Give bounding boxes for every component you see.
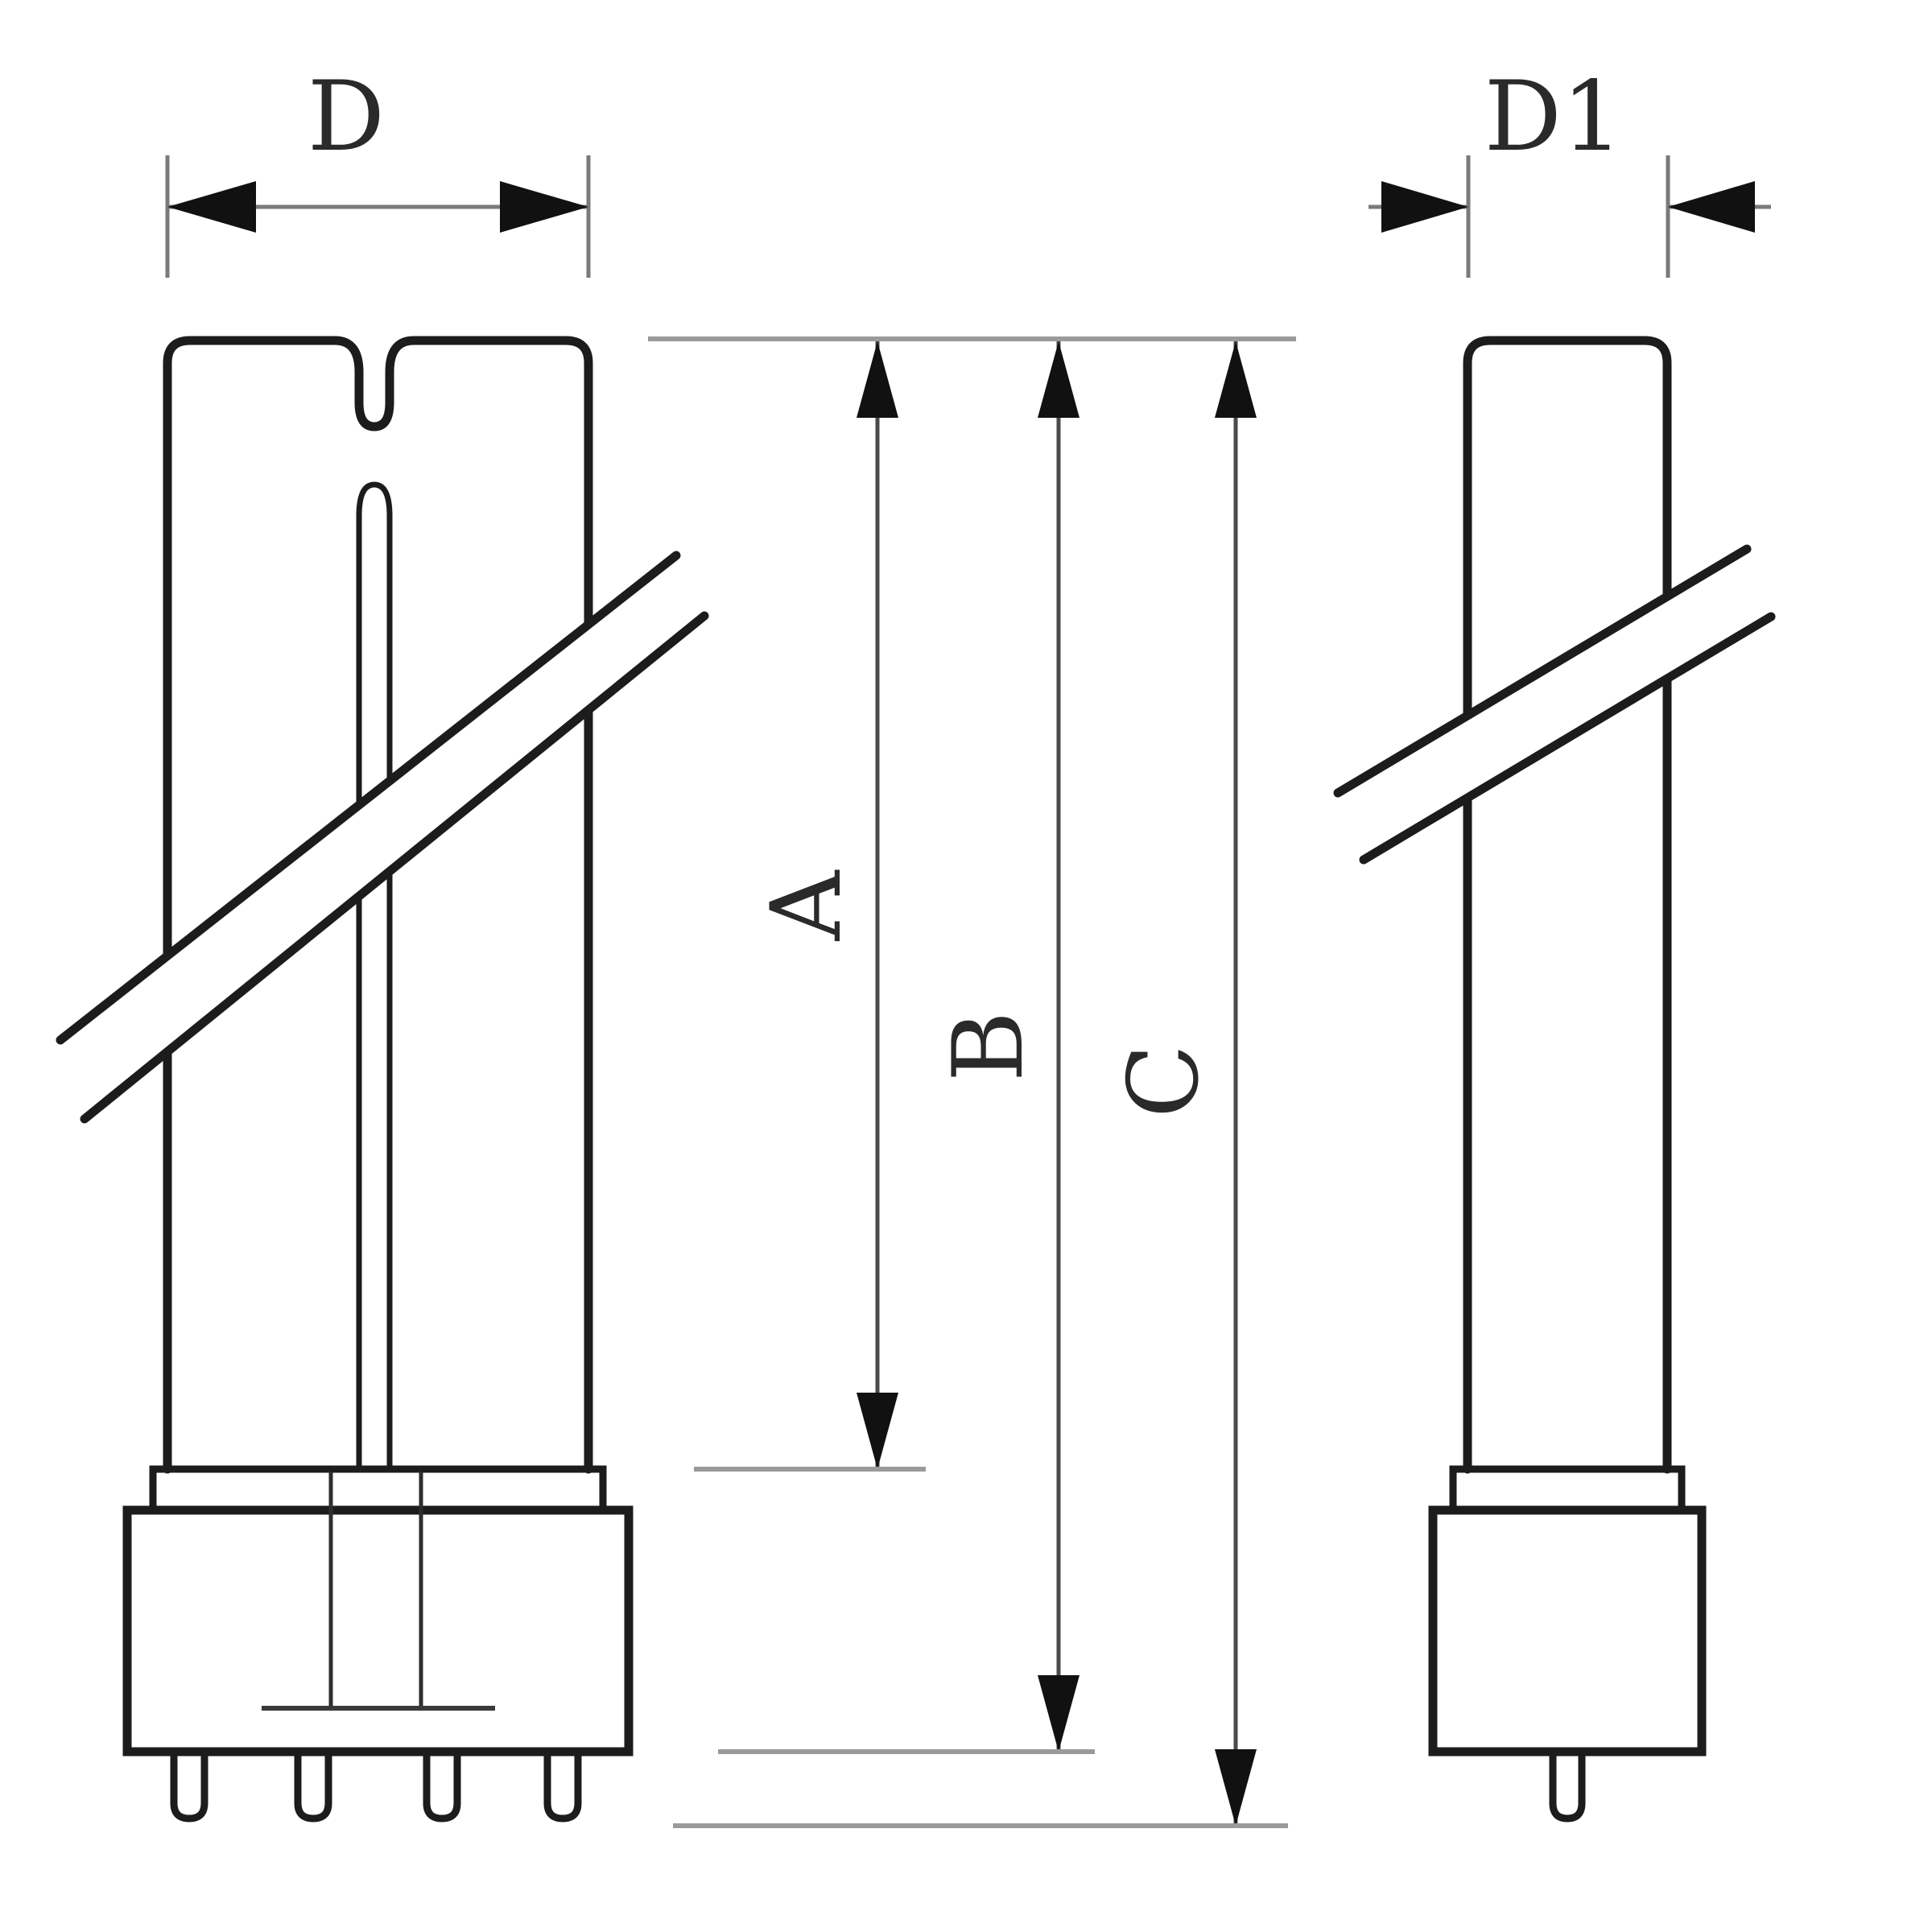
front-view: [122, 336, 634, 1823]
dimension-b: B: [718, 341, 1095, 1754]
dimension-d-extension-lines: [165, 155, 591, 278]
dimension-a-arrow-bottom: [857, 1393, 898, 1469]
front-tube-slot: [356, 481, 393, 1469]
dimension-d1-extension-lines: [1466, 155, 1670, 278]
dimension-d1-label: D1: [1484, 61, 1624, 173]
front-stem-lines: [328, 1472, 423, 1708]
dimension-c-arrow-bottom: [1215, 1749, 1257, 1826]
break-lines-front: [56, 551, 709, 1124]
front-base-block: [122, 1505, 634, 1757]
dimension-b-arrow-top: [1038, 341, 1080, 418]
dimension-d1: D1: [1368, 61, 1771, 278]
front-pin-4: [543, 1748, 582, 1823]
dimension-d-arrow-left: [167, 181, 256, 233]
dimension-b-label: B: [933, 1011, 1045, 1082]
break-lines-side: [1333, 544, 1776, 865]
front-pin-2: [294, 1748, 332, 1823]
side-pin: [1549, 1748, 1586, 1823]
front-pin-1: [170, 1748, 208, 1823]
dimension-d-label: D: [308, 61, 385, 173]
side-base-skirt: [1449, 1465, 1686, 1514]
side-tube-outline: [1463, 336, 1672, 1474]
dimension-d1-arrow-right: [1668, 181, 1755, 233]
dimension-c-label: C: [1108, 1044, 1220, 1118]
dimension-c: C: [673, 341, 1288, 1828]
side-view: [1428, 336, 1707, 1823]
dimension-d: D: [165, 61, 591, 278]
dimension-a: A: [694, 341, 926, 1472]
dimension-d1-arrow-left: [1381, 181, 1468, 233]
front-break-line-upper: [56, 551, 681, 1045]
dimension-a-arrow-top: [857, 341, 898, 418]
dimension-c-arrow-top: [1215, 341, 1257, 418]
front-tube-outline: [163, 336, 593, 1474]
side-break-line-upper: [1333, 544, 1752, 798]
front-pin-3: [423, 1748, 461, 1823]
front-break-mask: [60, 555, 704, 1119]
dimension-b-arrow-bottom: [1038, 1675, 1080, 1752]
front-break-line-lower: [80, 611, 709, 1124]
side-break-line-lower: [1359, 612, 1776, 865]
side-base-block: [1428, 1505, 1707, 1757]
front-base-skirt: [149, 1465, 607, 1514]
dimension-d-arrow-right: [500, 181, 588, 233]
dimension-a-label: A: [751, 869, 863, 941]
side-break-mask: [1338, 549, 1771, 860]
